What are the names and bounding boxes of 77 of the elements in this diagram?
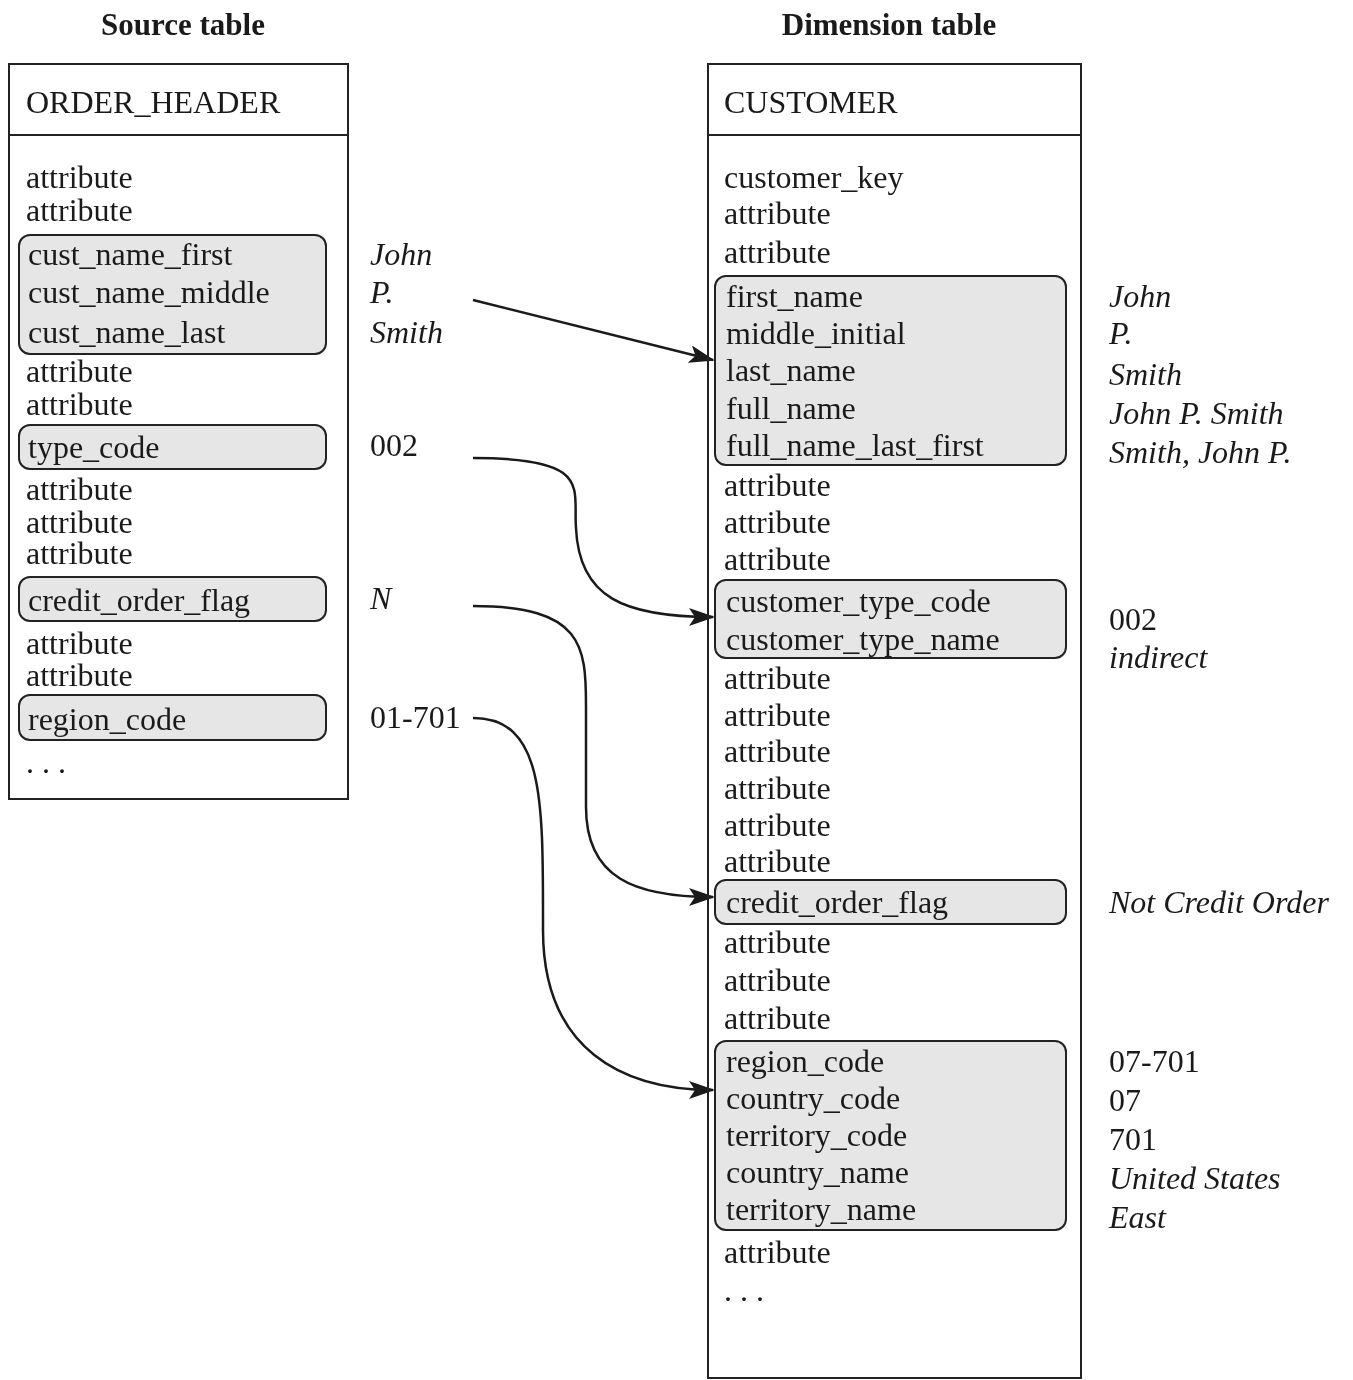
field-name: cust_name_first: [28, 237, 233, 271]
attribute-name: attribute: [724, 844, 831, 878]
attribute-name: . . .: [26, 745, 66, 779]
sample-value: 07-701: [1109, 1044, 1200, 1078]
sample-value: 002: [1109, 602, 1157, 636]
sample-value: Smith: [370, 315, 443, 349]
field-name: customer_type_name: [726, 622, 1000, 656]
sample-value: indirect: [1109, 640, 1208, 674]
attribute-name: attribute: [724, 235, 831, 269]
arrow: [472, 456, 715, 626]
field-name: full_name_last_first: [726, 428, 984, 462]
field-name: region_code: [28, 702, 187, 736]
field-name: type_code: [28, 430, 160, 464]
attribute-name: attribute: [26, 193, 133, 227]
arrow: [472, 716, 715, 1099]
table-heading: Dimension table: [781, 8, 997, 42]
attribute-name: attribute: [724, 1235, 831, 1269]
sample-value: 07: [1109, 1083, 1141, 1117]
attribute-name: attribute: [724, 542, 831, 576]
attribute-name: attribute: [26, 626, 133, 660]
attribute-name: attribute: [26, 658, 133, 692]
sample-value: Smith: [1109, 357, 1182, 391]
highlighted-field-group: [18, 424, 327, 470]
field-name: territory_name: [726, 1192, 917, 1226]
sample-value: United States: [1109, 1161, 1281, 1195]
sample-value: East: [1109, 1200, 1166, 1234]
field-name: territory_code: [726, 1118, 908, 1152]
attribute-name: attribute: [724, 925, 831, 959]
field-name: country_name: [726, 1155, 910, 1189]
sample-value: John: [1109, 279, 1172, 313]
attribute-name: customer_key: [724, 160, 904, 194]
field-name: cust_name_middle: [28, 275, 270, 309]
attribute-name: . . .: [724, 1273, 764, 1307]
arrow: [472, 298, 715, 363]
attribute-name: attribute: [724, 505, 831, 539]
field-name: credit_order_flag: [726, 885, 949, 919]
sample-value: Smith, John P.: [1109, 435, 1292, 469]
field-name: credit_order_flag: [28, 583, 251, 617]
sample-value: 002: [370, 428, 418, 462]
attribute-name: attribute: [26, 387, 133, 421]
sample-value: John: [370, 237, 433, 271]
attribute-name: attribute: [724, 468, 831, 502]
table-name: CUSTOMER: [724, 85, 898, 119]
field-name: first_name: [726, 279, 863, 313]
attribute-name: attribute: [724, 963, 831, 997]
sample-value: P.: [1109, 316, 1133, 350]
attribute-name: attribute: [26, 472, 133, 506]
field-name: region_code: [726, 1044, 885, 1078]
sample-value: John P. Smith: [1109, 396, 1284, 430]
sample-value: N: [370, 581, 392, 615]
attribute-name: attribute: [26, 354, 133, 388]
sample-value: P.: [370, 275, 394, 309]
field-name: middle_initial: [726, 316, 906, 350]
highlighted-field-group: [18, 694, 327, 741]
attribute-name: attribute: [724, 661, 831, 695]
highlighted-field-group: [18, 576, 327, 622]
attribute-name: attribute: [724, 1001, 831, 1035]
attribute-name: attribute: [724, 808, 831, 842]
field-name: customer_type_code: [726, 584, 991, 618]
field-name: country_code: [726, 1081, 901, 1115]
sample-value: Not Credit Order: [1109, 885, 1329, 919]
attribute-name: attribute: [26, 160, 133, 194]
attribute-name: attribute: [26, 536, 133, 570]
field-name: full_name: [726, 391, 856, 425]
attribute-name: attribute: [724, 734, 831, 768]
table-heading: Source table: [101, 8, 265, 42]
highlighted-field-group: [18, 234, 327, 355]
arrow: [472, 604, 715, 906]
field-name: cust_name_last: [28, 315, 226, 349]
sample-value: 01-701: [370, 700, 461, 734]
sample-value: 701: [1109, 1122, 1157, 1156]
table-name: ORDER_HEADER: [26, 85, 281, 119]
attribute-name: attribute: [26, 505, 133, 539]
field-name: last_name: [726, 353, 856, 387]
attribute-name: attribute: [724, 698, 831, 732]
attribute-name: attribute: [724, 771, 831, 805]
attribute-name: attribute: [724, 196, 831, 230]
